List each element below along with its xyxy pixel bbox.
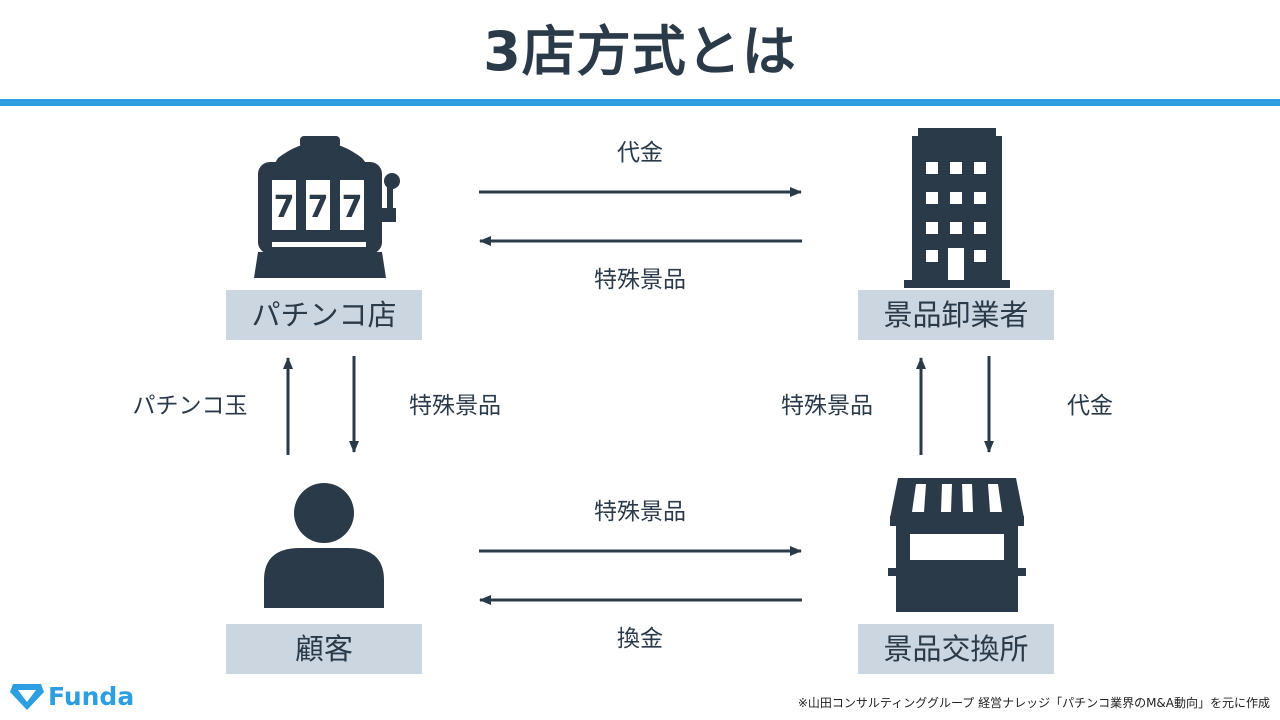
edge-label-pachinko-balls: パチンコ玉 (132, 393, 248, 419)
slot-reel-digit: 7 (274, 190, 295, 225)
edge-label-cash-exchange: 換金 (617, 626, 663, 652)
edge-label-special-prize-bottom: 特殊景品 (594, 499, 686, 525)
slot-machine-icon: 7 7 7 (254, 136, 400, 278)
person-icon (264, 483, 384, 608)
office-building-icon (904, 128, 1010, 288)
logo-text: Funda (48, 681, 135, 711)
title-underline (0, 99, 1280, 106)
edge-label-special-prize-top: 特殊景品 (594, 267, 686, 293)
diamond-logo-icon (10, 684, 44, 710)
slot-reel-digit: 7 (308, 190, 329, 225)
node-pachinko-store: パチンコ店 (226, 290, 422, 340)
slot-reel-digit: 7 (342, 190, 363, 225)
node-prize-wholesaler: 景品卸業者 (858, 290, 1054, 340)
edge-label-special-prize-left: 特殊景品 (409, 393, 501, 419)
funda-logo[interactable]: Funda (10, 678, 134, 714)
page-title: 3店方式とは (483, 20, 797, 83)
source-note: ※山田コンサルティンググループ 経営ナレッジ「パチンコ業界のM&A動向」を元に作… (797, 696, 1270, 710)
edge-label-payment-top: 代金 (617, 140, 663, 166)
edge-label-special-prize-right: 特殊景品 (781, 393, 873, 419)
node-prize-exchange: 景品交換所 (858, 624, 1054, 674)
shop-icon (888, 478, 1026, 612)
edge-label-payment-right: 代金 (1067, 393, 1113, 419)
node-customer: 顧客 (226, 624, 422, 674)
